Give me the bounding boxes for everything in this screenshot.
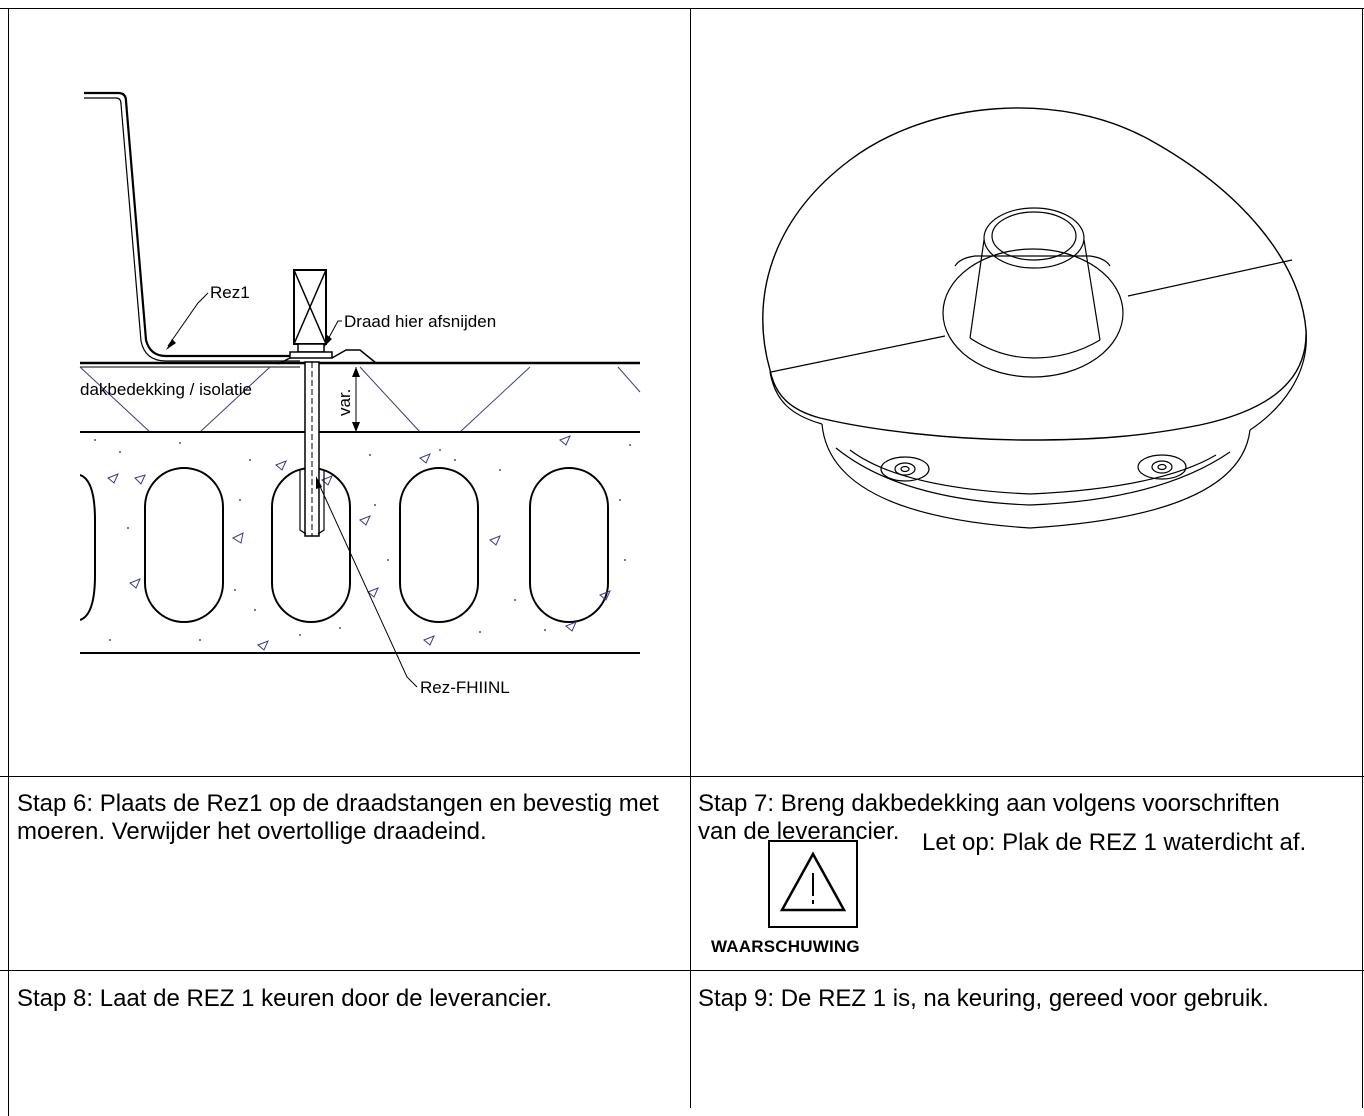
label-rez1: Rez1 (210, 283, 250, 302)
step-8-text: Stap 8: Laat de REZ 1 keuren door de lev… (17, 985, 552, 1012)
step-6-text: Stap 6: Plaats de Rez1 op de draadstange… (17, 790, 659, 845)
label-var: var. (335, 389, 354, 416)
roof-section-drawing: Rez1 Draad hier afsnijden dakbedekking /… (79, 91, 641, 697)
row-divider (0, 776, 1364, 777)
rez1-product-drawing (762, 107, 1307, 529)
row-divider (0, 970, 1364, 971)
warning-label: WAARSCHUWING (711, 937, 860, 956)
step-7-note: Let op: Plak de REZ 1 waterdicht af. (922, 829, 1307, 856)
label-cut-thread: Draad hier afsnijden (344, 312, 496, 331)
label-roofing-insulation: dakbedekking / isolatie (80, 380, 252, 399)
label-anchor: Rez-FHIINL (420, 678, 510, 697)
table-border-top (0, 8, 1364, 9)
warning-sign-icon (768, 840, 858, 928)
step-9-text: Stap 9: De REZ 1 is, na keuring, gereed … (698, 985, 1269, 1012)
table-border-left (8, 8, 9, 1116)
table-border-right (1362, 8, 1363, 1108)
column-divider (690, 8, 691, 1108)
